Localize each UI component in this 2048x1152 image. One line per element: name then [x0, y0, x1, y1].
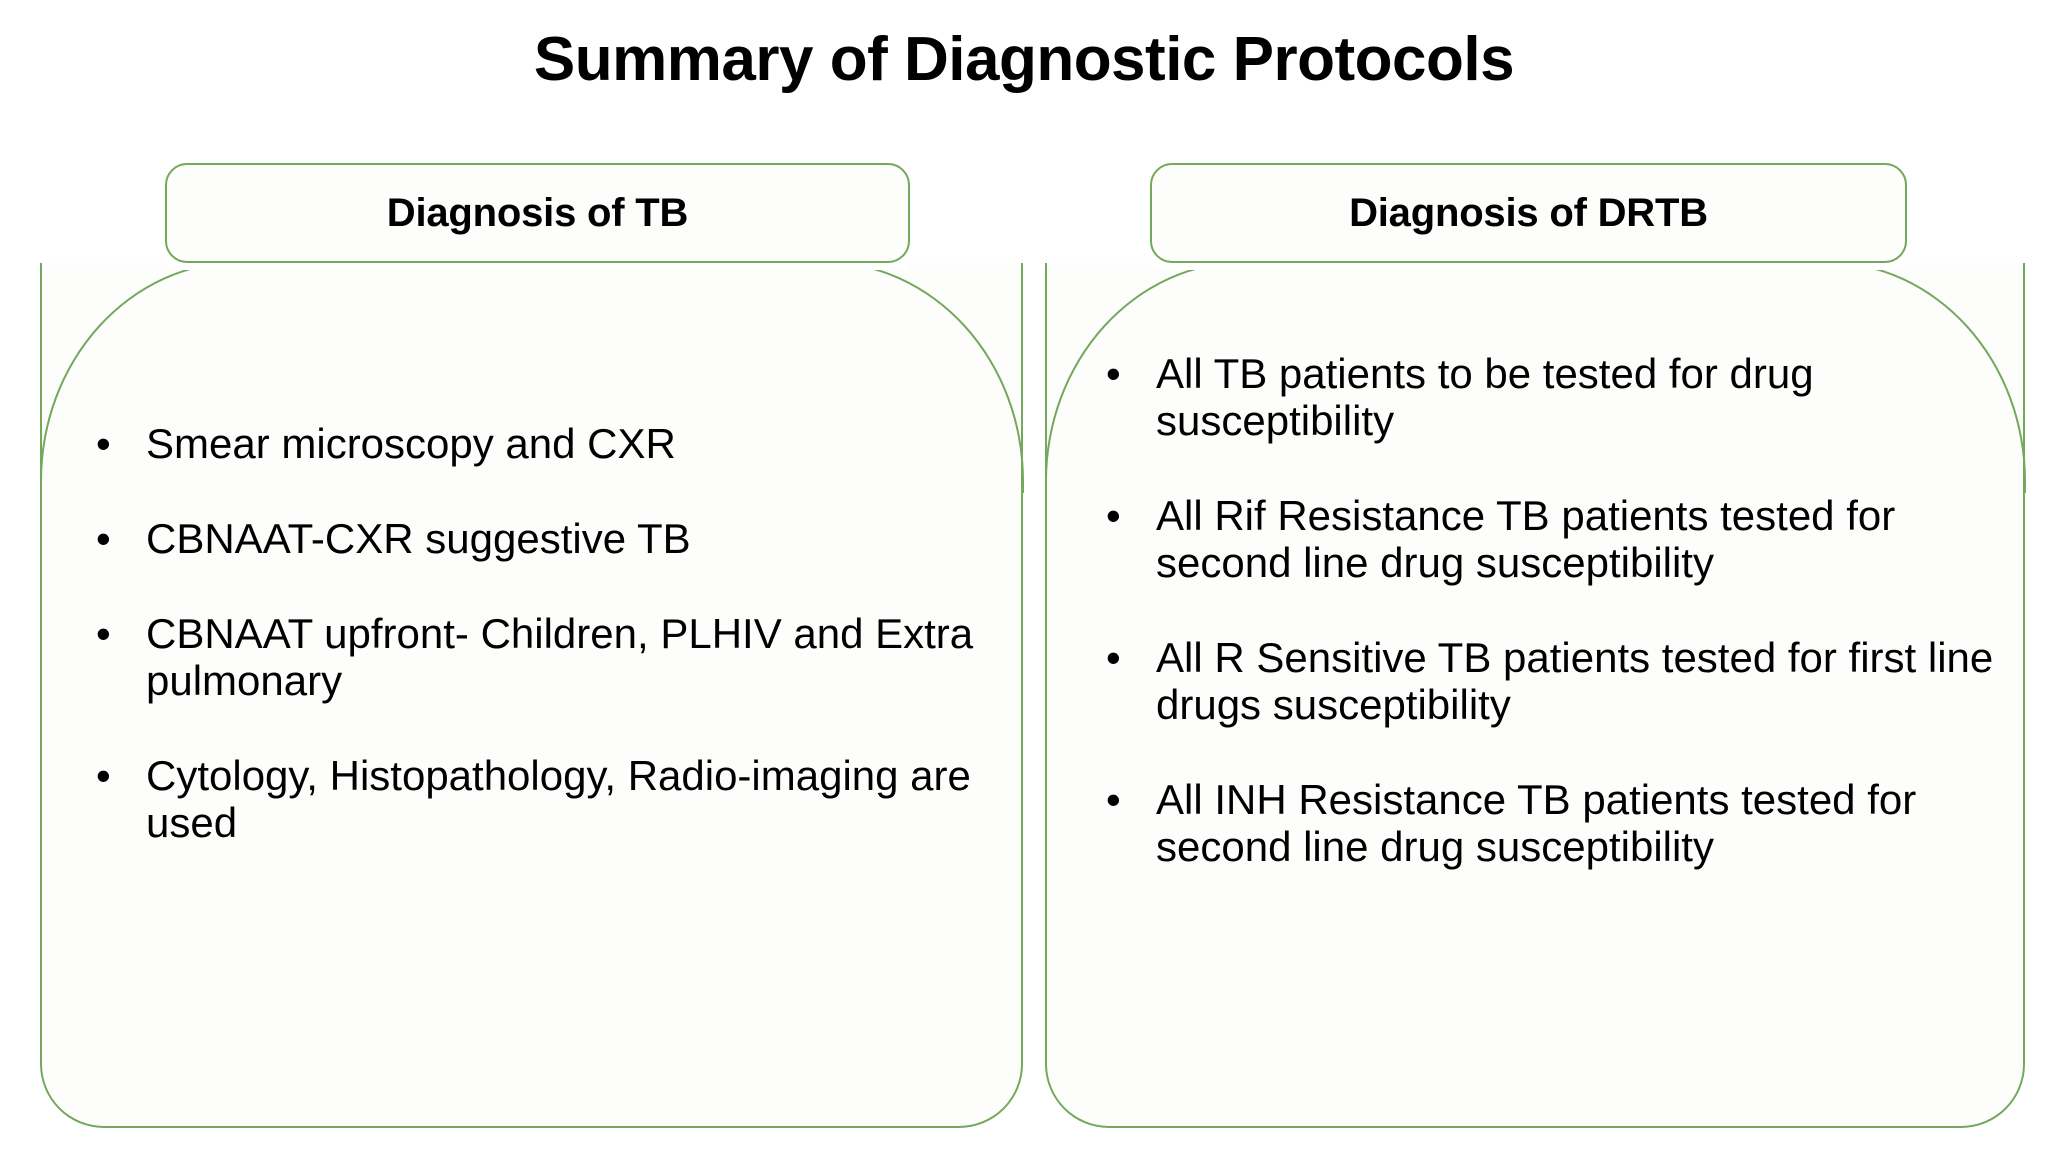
list-item: • Smear microscopy and CXR — [88, 420, 978, 467]
list-item-text: CBNAAT-CXR suggestive TB — [146, 515, 691, 563]
list-item-text: All R Sensitive TB patients tested for f… — [1156, 634, 1994, 729]
list-item: • All R Sensitive TB patients tested for… — [1098, 634, 2028, 728]
list-item-text: All TB patients to be tested for drug su… — [1156, 350, 1814, 445]
panel-header-diagnosis-of-tb: Diagnosis of TB — [165, 163, 910, 263]
list-item: • All Rif Resistance TB patients tested … — [1098, 492, 2028, 586]
list-item: • CBNAAT upfront- Children, PLHIV and Ex… — [88, 610, 978, 704]
panel-header-diagnosis-of-drtb: Diagnosis of DRTB — [1150, 163, 1907, 263]
list-item-text: CBNAAT upfront- Children, PLHIV and Extr… — [146, 610, 974, 705]
panel-diagnosis-of-tb: Diagnosis of TB • Smear microscopy and C… — [39, 163, 1024, 1128]
list-item-text: Cytology, Histopathology, Radio-imaging … — [146, 752, 971, 847]
list-item: • CBNAAT-CXR suggestive TB — [88, 515, 978, 562]
list-item-text: Smear microscopy and CXR — [146, 420, 676, 467]
bullet-list-diagnosis-of-tb: • Smear microscopy and CXR • CBNAAT-CXR … — [88, 420, 978, 894]
bullet-dot-icon: • — [96, 420, 111, 467]
panel-diagnosis-of-drtb: Diagnosis of DRTB • All TB patients to b… — [1030, 0, 2048, 1152]
list-item-text: All INH Resistance TB patients tested fo… — [1156, 776, 1917, 871]
bullet-dot-icon: • — [1106, 492, 1121, 540]
list-item: • All TB patients to be tested for drug … — [1098, 350, 2028, 444]
bullet-dot-icon: • — [1106, 350, 1121, 397]
bullet-dot-icon: • — [1106, 634, 1121, 682]
bullet-list-diagnosis-of-drtb: • All TB patients to be tested for drug … — [1098, 350, 2028, 918]
bullet-dot-icon: • — [96, 752, 111, 800]
list-item: • Cytology, Histopathology, Radio-imagin… — [88, 752, 978, 846]
panel-header-label: Diagnosis of DRTB — [1349, 190, 1708, 235]
list-item: • All INH Resistance TB patients tested … — [1098, 776, 2028, 870]
bullet-dot-icon: • — [96, 610, 111, 658]
page-title: Summary of Diagnostic Protocols — [533, 25, 1515, 94]
panel-header-label: Diagnosis of TB — [386, 190, 689, 235]
bullet-dot-icon: • — [96, 515, 111, 563]
panel-body-left — [39, 260, 1024, 1128]
bullet-dot-icon: • — [1106, 776, 1121, 824]
list-item-text: All Rif Resistance TB patients tested fo… — [1156, 492, 1896, 587]
